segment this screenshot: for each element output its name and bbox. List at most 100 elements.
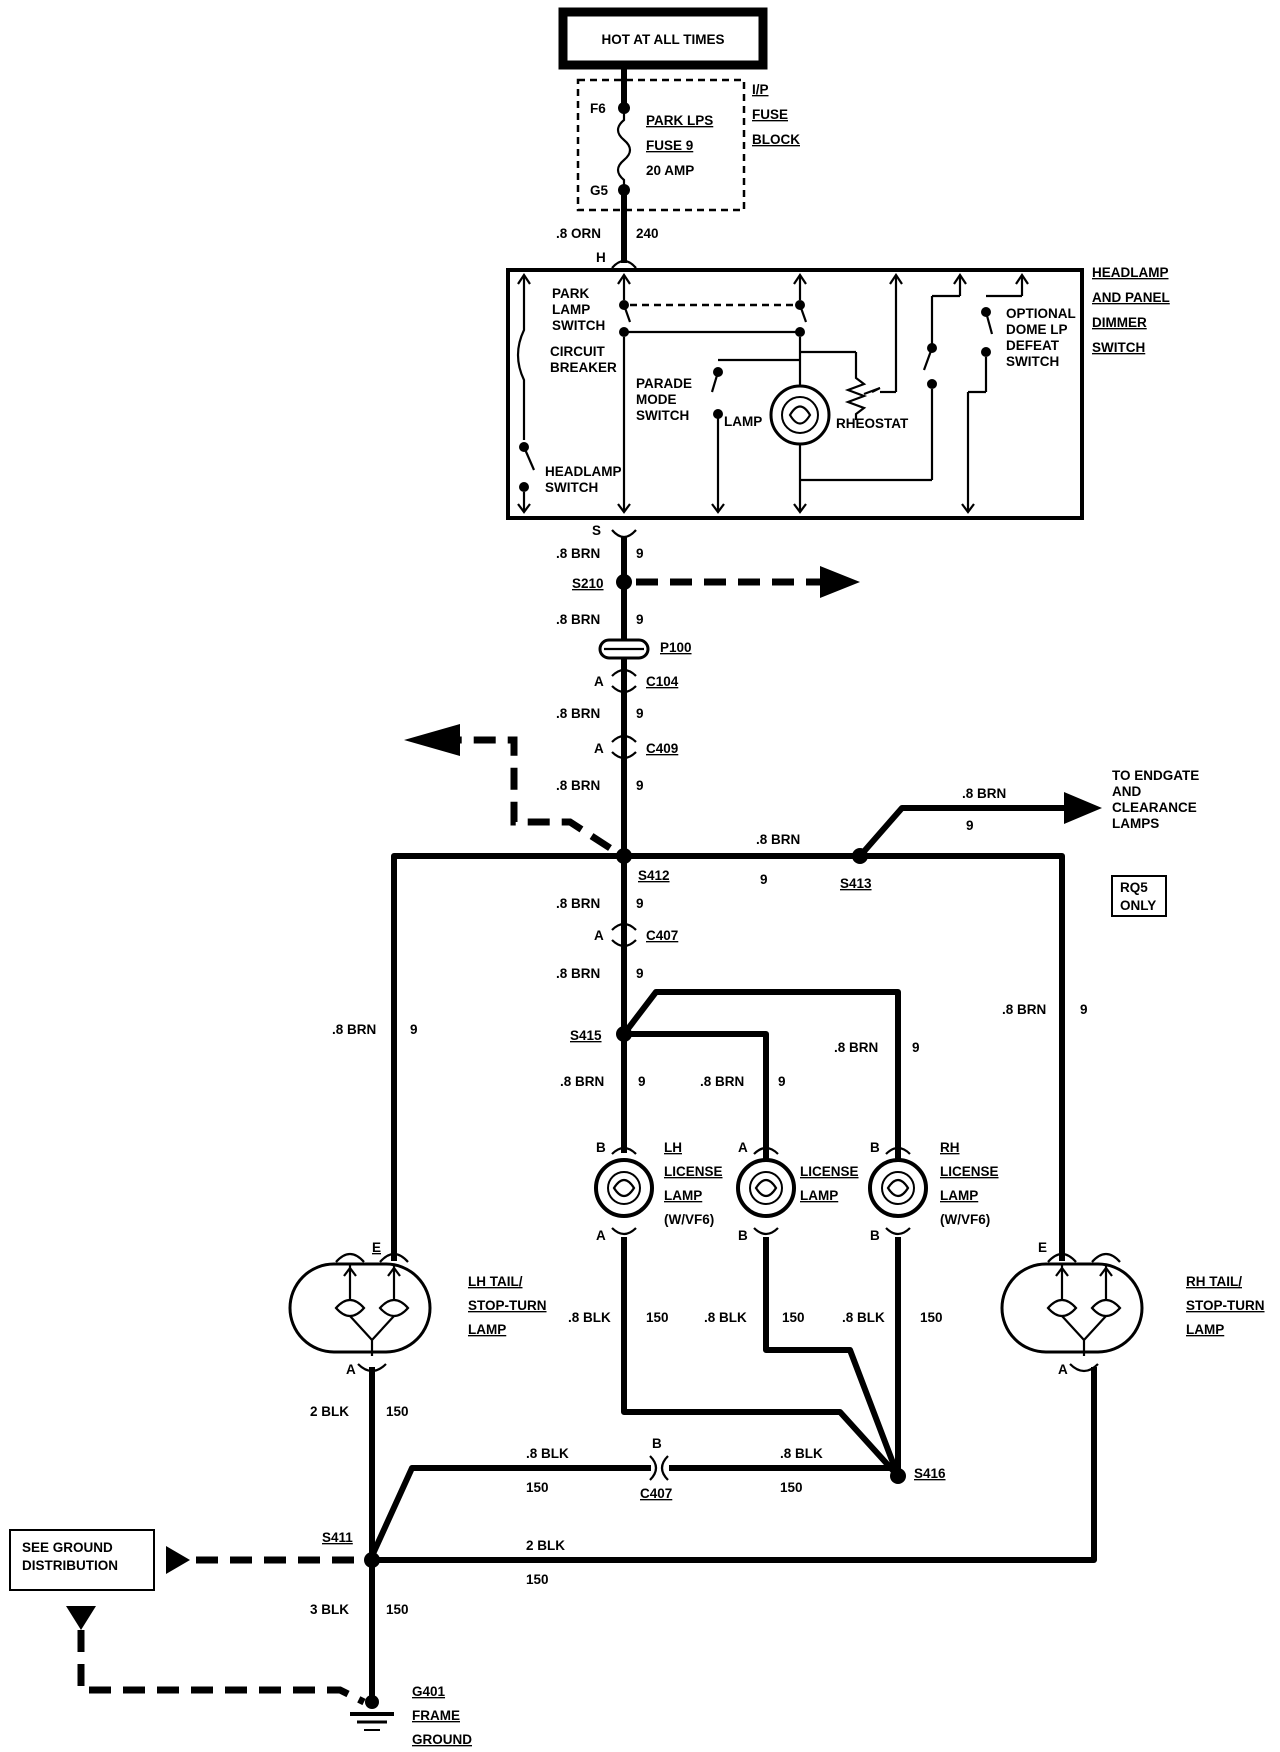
ground-g401: G401 FRAME GROUND: [350, 1684, 472, 1747]
splice-s411-label: S411: [322, 1530, 353, 1545]
dome-switch-line-3: DEFEAT: [1006, 338, 1060, 353]
circuit-label-240: 240: [636, 226, 659, 241]
connector-c407-lower: B C407: [640, 1436, 672, 1501]
endgate-line-2: AND: [1112, 784, 1141, 799]
rh-license-line-2: LICENSE: [940, 1164, 999, 1179]
wire-label-blk-s416-left: .8 BLK: [526, 1446, 569, 1461]
fuse-block-name-line-3: BLOCK: [752, 132, 800, 147]
lh-tail-line-3: LAMP: [468, 1322, 506, 1337]
headlamp-switch-line-2: SWITCH: [545, 480, 598, 495]
splice-s415-label: S415: [570, 1028, 602, 1043]
lh-license-lamp: B A LH LICENSE LAMP (W/VF6): [594, 1140, 723, 1243]
connector-c409: A C409: [594, 734, 678, 760]
headlamp-dimmer-switch-assembly: PARK LAMP SWITCH CIRCUIT BREAKER PARADE …: [506, 268, 1084, 520]
circuit-label-9-2: 9: [636, 612, 644, 627]
splice-s411: S411: [322, 1530, 380, 1568]
rh-license-line-4: (W/VF6): [940, 1212, 990, 1227]
endgate-line-3: CLEARANCE: [1112, 800, 1197, 815]
rq5-line-1: RQ5: [1120, 880, 1148, 895]
lh-license-line-3: LAMP: [664, 1188, 702, 1203]
rh-tail-line-2: STOP-TURN: [1186, 1298, 1265, 1313]
fuse-block-name-line-1: I/P: [752, 82, 769, 97]
endgate-branch: .8 BRN 9 TO ENDGATE AND CLEARANCE LAMPS: [855, 768, 1199, 861]
lh-license-line-4: (W/VF6): [664, 1212, 714, 1227]
fuse-terminal-g5: G5: [590, 183, 609, 198]
passthrough-p100: P100: [598, 638, 692, 660]
wire-label-mid-lic-brn: .8 BRN: [700, 1074, 744, 1089]
circuit-label-150-bus: 150: [526, 1572, 549, 1587]
g401-line-3: GROUND: [412, 1732, 472, 1747]
circuit-label-150-left: 150: [386, 1404, 409, 1419]
lh-tail-pin-e: E: [372, 1240, 381, 1255]
endgate-line-4: LAMPS: [1112, 816, 1159, 831]
circuit-label-right-9: 9: [1080, 1002, 1088, 1017]
wire-label-brn-5: .8 BRN: [556, 896, 600, 911]
branch-arrow-left: [404, 724, 612, 851]
rh-license-pin-b-top: B: [870, 1140, 880, 1155]
circuit-label-150-s416-right: 150: [780, 1480, 803, 1495]
wire-label-right-brn: .8 BRN: [1002, 1002, 1046, 1017]
rq5-note: RQ5 ONLY: [1111, 875, 1167, 917]
lh-license-line-1: LH: [664, 1140, 682, 1155]
wire-label-bus-brn: .8 BRN: [756, 832, 800, 847]
splice-s210: S210: [572, 566, 860, 598]
rh-tail-pin-a: A: [1058, 1362, 1068, 1377]
endgate-wire-label: .8 BRN: [962, 786, 1006, 801]
see-ground-distribution[interactable]: SEE GROUND DISTRIBUTION: [9, 1529, 366, 1706]
circuit-label-150-ground: 150: [386, 1602, 409, 1617]
dimmer-lamp-label: LAMP: [724, 414, 762, 429]
switch-name-line-1: HEADLAMP: [1092, 265, 1169, 280]
c407-upper-pin-label: A: [594, 928, 604, 943]
c407-upper-label: C407: [646, 928, 678, 943]
circuit-label-lh-lic-150: 150: [646, 1310, 669, 1325]
parade-mode-line-2: MODE: [636, 392, 677, 407]
fuse-label-line-1: PARK LPS: [646, 113, 713, 128]
wire-label-brn-3: .8 BRN: [556, 706, 600, 721]
circuit-label-150-s416-left: 150: [526, 1480, 549, 1495]
rheostat-label: RHEOSTAT: [836, 416, 909, 431]
lh-license-pin-a: A: [596, 1228, 606, 1243]
c104-pin-label: A: [594, 674, 604, 689]
circuit-label-9-5: 9: [636, 896, 644, 911]
dome-switch-line-4: SWITCH: [1006, 354, 1059, 369]
see-ground-line-2: DISTRIBUTION: [22, 1558, 118, 1573]
wire-label-orn: .8 ORN: [556, 226, 601, 241]
lh-tail-line-2: STOP-TURN: [468, 1298, 547, 1313]
wire-label-rh-lic-blk: .8 BLK: [842, 1310, 885, 1325]
endgate-line-1: TO ENDGATE: [1112, 768, 1199, 783]
see-ground-line-1: SEE GROUND: [22, 1540, 113, 1555]
rh-license-lamp: B B RH LICENSE LAMP (W/VF6): [868, 1140, 999, 1243]
c104-label: C104: [646, 674, 679, 689]
connector-c104: A C104: [594, 668, 679, 694]
park-lamp-switch-line-1: PARK: [552, 286, 590, 301]
g401-line-1: G401: [412, 1684, 446, 1699]
license-lamp: A B LICENSE LAMP: [736, 1140, 859, 1243]
rh-tail-pin-e: E: [1038, 1240, 1047, 1255]
splice-s416-label: S416: [914, 1466, 946, 1481]
rh-license-line-3: LAMP: [940, 1188, 978, 1203]
lh-tail-line-1: LH TAIL/: [468, 1274, 523, 1289]
wire-label-brn-1: .8 BRN: [556, 546, 600, 561]
switch-name-line-4: SWITCH: [1092, 340, 1145, 355]
g401-line-2: FRAME: [412, 1708, 460, 1723]
rh-tail-line-3: LAMP: [1186, 1322, 1224, 1337]
wire-label-lh-lic-brn: .8 BRN: [560, 1074, 604, 1089]
fuse-block-name-line-2: FUSE: [752, 107, 788, 122]
circuit-label-rh-lic-150: 150: [920, 1310, 943, 1325]
fuse-label-line-3: 20 AMP: [646, 163, 694, 178]
circuit-label-bus-9: 9: [760, 872, 768, 887]
circuit-label-9-6: 9: [636, 966, 644, 981]
fuse-label-line-2: FUSE 9: [646, 138, 693, 153]
lh-tail-pin-a: A: [346, 1362, 356, 1377]
c409-label: C409: [646, 741, 678, 756]
circuit-label-lh-lic-9: 9: [638, 1074, 646, 1089]
splice-s413-label: S413: [840, 876, 872, 891]
wire-label-blk-s416-right: .8 BLK: [780, 1446, 823, 1461]
lh-tail-lamp: E A LH TAIL/ STOP-TURN LAMP: [288, 1240, 547, 1377]
rh-license-pin-b-bottom: B: [870, 1228, 880, 1243]
license-pin-a: A: [738, 1140, 748, 1155]
endgate-circuit-label: 9: [966, 818, 974, 833]
circuit-label-left-9: 9: [410, 1022, 418, 1037]
terminal-h-label: H: [596, 250, 606, 265]
